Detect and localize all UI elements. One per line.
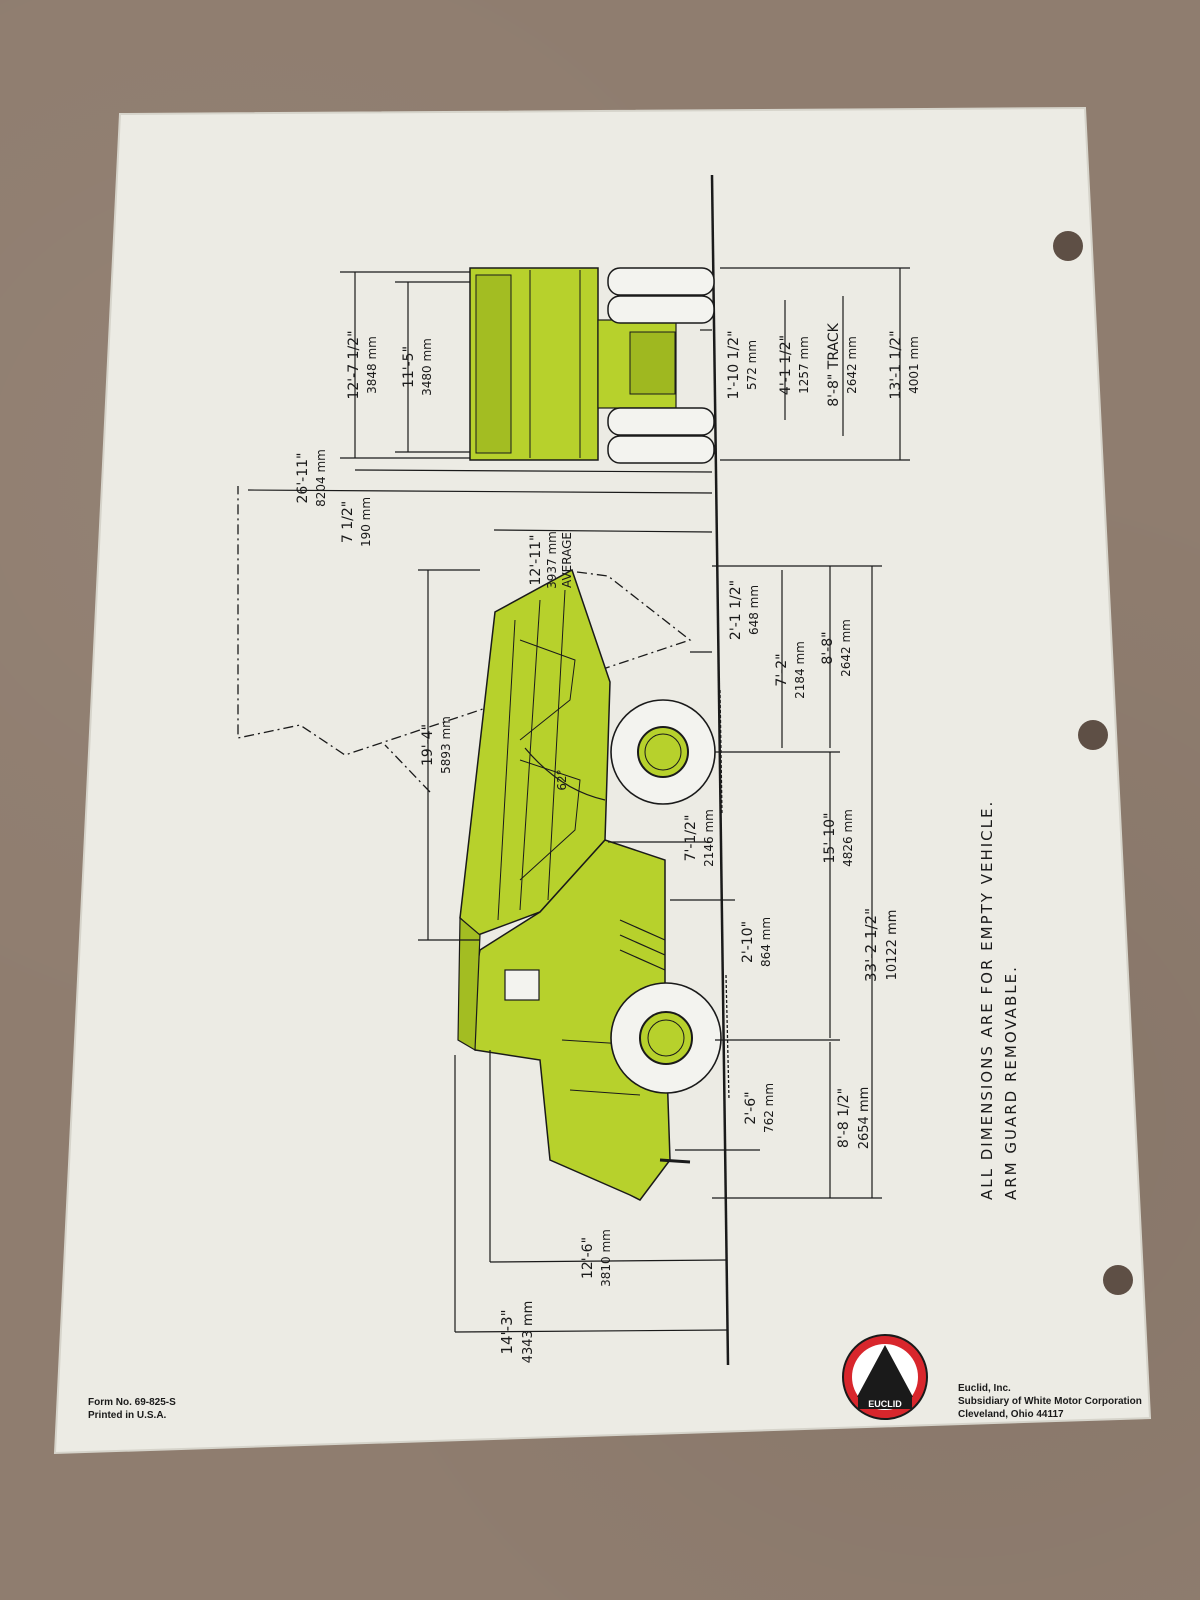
company-info: Euclid, Inc. Subsidiary of White Motor C…	[958, 1383, 1142, 1420]
front-overhang-mm: 2654 mm	[857, 1087, 872, 1150]
offset-label: 7 1/2"	[340, 501, 356, 543]
body-length-mm: 5893 mm	[439, 716, 453, 774]
cab-height-label: 12'-6"	[580, 1237, 596, 1279]
bumper-clearance-label: 2'-6"	[743, 1091, 759, 1124]
ground-clearance-label: 1'-10 1/2"	[726, 330, 742, 399]
binder-hole-middle	[1078, 720, 1108, 750]
front-bumper	[659, 1158, 691, 1164]
cab-window	[504, 969, 540, 1001]
dump-angle-label: 62°	[555, 769, 569, 790]
company-name: Euclid, Inc.	[958, 1383, 1011, 1394]
note-line-1: ALL DIMENSIONS ARE FOR EMPTY VEHICLE.	[978, 800, 996, 1200]
company-subsidiary: Subsidiary of White Motor Corporation	[958, 1396, 1142, 1407]
wheelbase-mm: 4826 mm	[841, 809, 855, 867]
overall-height-mm: 3848 mm	[365, 336, 379, 394]
dump-height-mm: 8204 mm	[314, 449, 328, 507]
binder-hole-top	[1053, 231, 1083, 261]
binder-hole-bottom	[1103, 1265, 1133, 1295]
loading-height-label: 12'-11"	[528, 535, 544, 586]
canopy-edge	[457, 916, 481, 1052]
note-line-2: ARM GUARD REMOVABLE.	[1002, 965, 1020, 1200]
offset-mm: 190 mm	[359, 497, 373, 547]
loading-height-mm: 3937 mm	[545, 531, 559, 589]
overall-width-mm: 4001 mm	[907, 336, 921, 394]
form-number: Form No. 69-825-S	[88, 1397, 176, 1408]
axle-label: 4'-1 1/2"	[778, 335, 794, 395]
body-clearance-mm: 2146 mm	[702, 809, 716, 867]
rear-axle-to-end-mm: 2184 mm	[793, 641, 807, 699]
ground-clearance-mm: 572 mm	[745, 340, 759, 390]
ground-line	[710, 174, 730, 1366]
rear-view-truck	[469, 267, 715, 464]
body-clearance-label: 7'-1/2"	[683, 815, 699, 862]
dimension-labels: 12'-7 1/2" 3848 mm 11'-5" 3480 mm 26'-11…	[295, 322, 921, 1363]
track-mm: 2642 mm	[845, 336, 859, 394]
rear-wheel	[610, 689, 723, 816]
axle-mm: 1257 mm	[797, 336, 811, 394]
front-overhang-label: 8'-8 1/2"	[836, 1088, 852, 1148]
rear-overhang-clearance-label: 2'-1 1/2"	[728, 580, 744, 640]
dump-body	[459, 568, 611, 936]
company-address: Cleveland, Ohio 44117	[958, 1409, 1064, 1420]
side-view-truck	[237, 486, 730, 1201]
notes-block: ALL DIMENSIONS ARE FOR EMPTY VEHICLE. AR…	[978, 800, 1020, 1200]
rear-overhang-clearance-mm: 648 mm	[747, 585, 761, 635]
dimension-lines	[247, 267, 910, 1333]
wheelbase-label: 15'-10"	[822, 813, 838, 864]
cab-ladder	[619, 919, 666, 971]
body-height-label: 11'-5"	[401, 346, 417, 388]
cab-height-mm: 3810 mm	[599, 1229, 613, 1287]
bumper-clearance-mm: 762 mm	[762, 1083, 776, 1133]
dump-height-label: 26'-11"	[295, 453, 311, 504]
loading-height-note: AVERAGE	[560, 532, 574, 588]
canopy-height-mm: 4343 mm	[521, 1301, 536, 1364]
frame-clearance-mm: 864 mm	[759, 917, 773, 967]
body-height-mm: 3480 mm	[420, 338, 434, 396]
overall-height-label: 12'-7 1/2"	[346, 330, 362, 399]
overall-length-mm: 10122 mm	[885, 910, 900, 981]
front-wheel	[610, 974, 730, 1101]
form-info: Form No. 69-825-S Printed in U.S.A.	[88, 1397, 176, 1421]
rear-tires	[607, 267, 715, 464]
euclid-logo: EUCLID	[842, 1334, 928, 1420]
rear-axle-to-end-label: 7'-2"	[774, 653, 790, 686]
body-length-label: 19'-4"	[420, 724, 436, 766]
frame-clearance-label: 2'-10"	[740, 921, 756, 963]
canopy-height-label: 14'-3"	[498, 1309, 516, 1354]
svg-text:EUCLID: EUCLID	[868, 1399, 902, 1409]
rear-overhang-mm: 2642 mm	[839, 619, 853, 677]
track-label: 8'-8" TRACK	[826, 322, 842, 406]
rear-overhang-label: 8'-8"	[820, 631, 836, 664]
overall-width-label: 13'-1 1/2"	[888, 330, 904, 399]
overall-length-label: 33'-2 1/2"	[862, 908, 880, 982]
printed-note: Printed in U.S.A.	[88, 1410, 167, 1421]
